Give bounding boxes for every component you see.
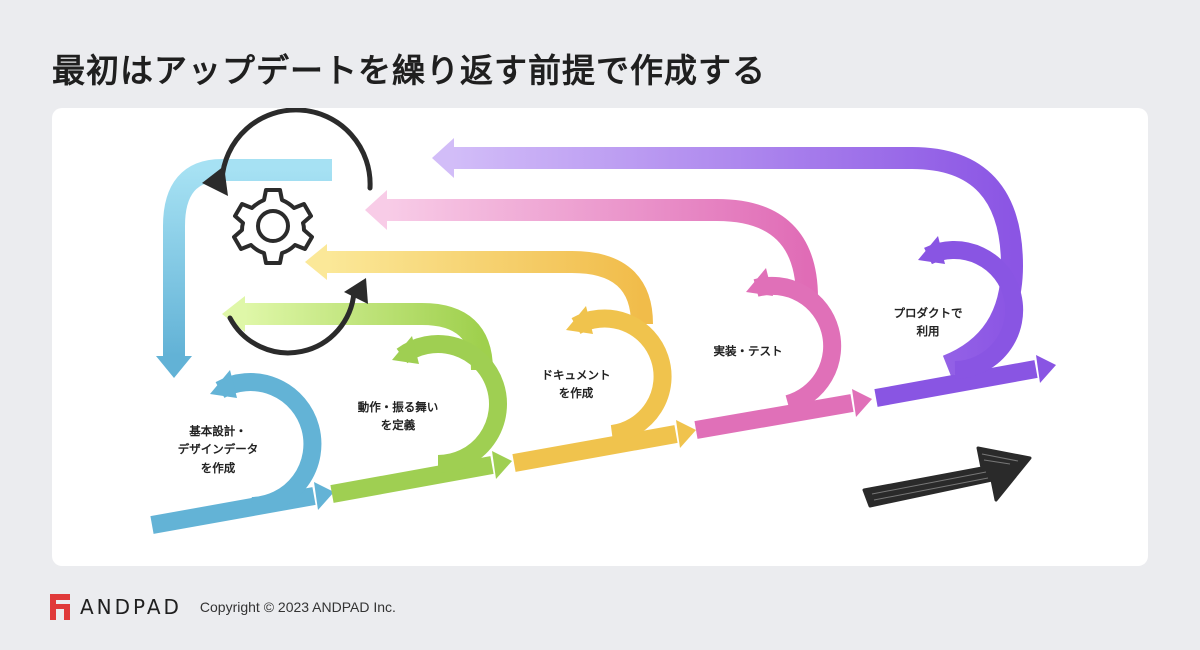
stage-label-implement: 実装・テスト	[713, 344, 783, 358]
feedback-arrow-use	[432, 138, 1024, 377]
feedback-arrow-implement	[365, 190, 818, 299]
gear-cycle	[202, 108, 373, 356]
forward-path	[150, 355, 1056, 534]
stage-label-document: ドキュメント を作成	[541, 368, 611, 401]
iteration-flow-diagram	[150, 108, 1056, 534]
stage-label-behavior: 動作・振る舞い を定義	[357, 400, 439, 433]
stage-loop-use	[918, 236, 1024, 379]
arrow-right-icon	[862, 446, 1032, 508]
andpad-logo-icon	[50, 594, 70, 620]
stage-loop-document	[566, 306, 672, 443]
footer: ANDPAD Copyright © 2023 ANDPAD Inc.	[50, 594, 396, 620]
stage-loop-implement	[746, 268, 842, 413]
gear-icon	[232, 188, 314, 265]
brand-name: ANDPAD	[80, 595, 182, 619]
feedback-arrow-document	[305, 244, 653, 325]
copyright-text: Copyright © 2023 ANDPAD Inc.	[199, 599, 396, 615]
feedback-arrow-design	[156, 159, 332, 378]
stage-label-use: プロダクトで 利用	[893, 306, 963, 339]
diagram-card: 基本設計・ デザインデータ を作成 動作・振る舞い を定義 ドキュメント を作成…	[52, 108, 1148, 566]
stage-label-design: 基本設計・ デザインデータ を作成	[177, 424, 259, 475]
stage-loop-design	[210, 370, 322, 515]
slide-title: 最初はアップデートを繰り返す前提で作成する	[52, 51, 766, 90]
stage-loop-behavior	[392, 335, 507, 473]
